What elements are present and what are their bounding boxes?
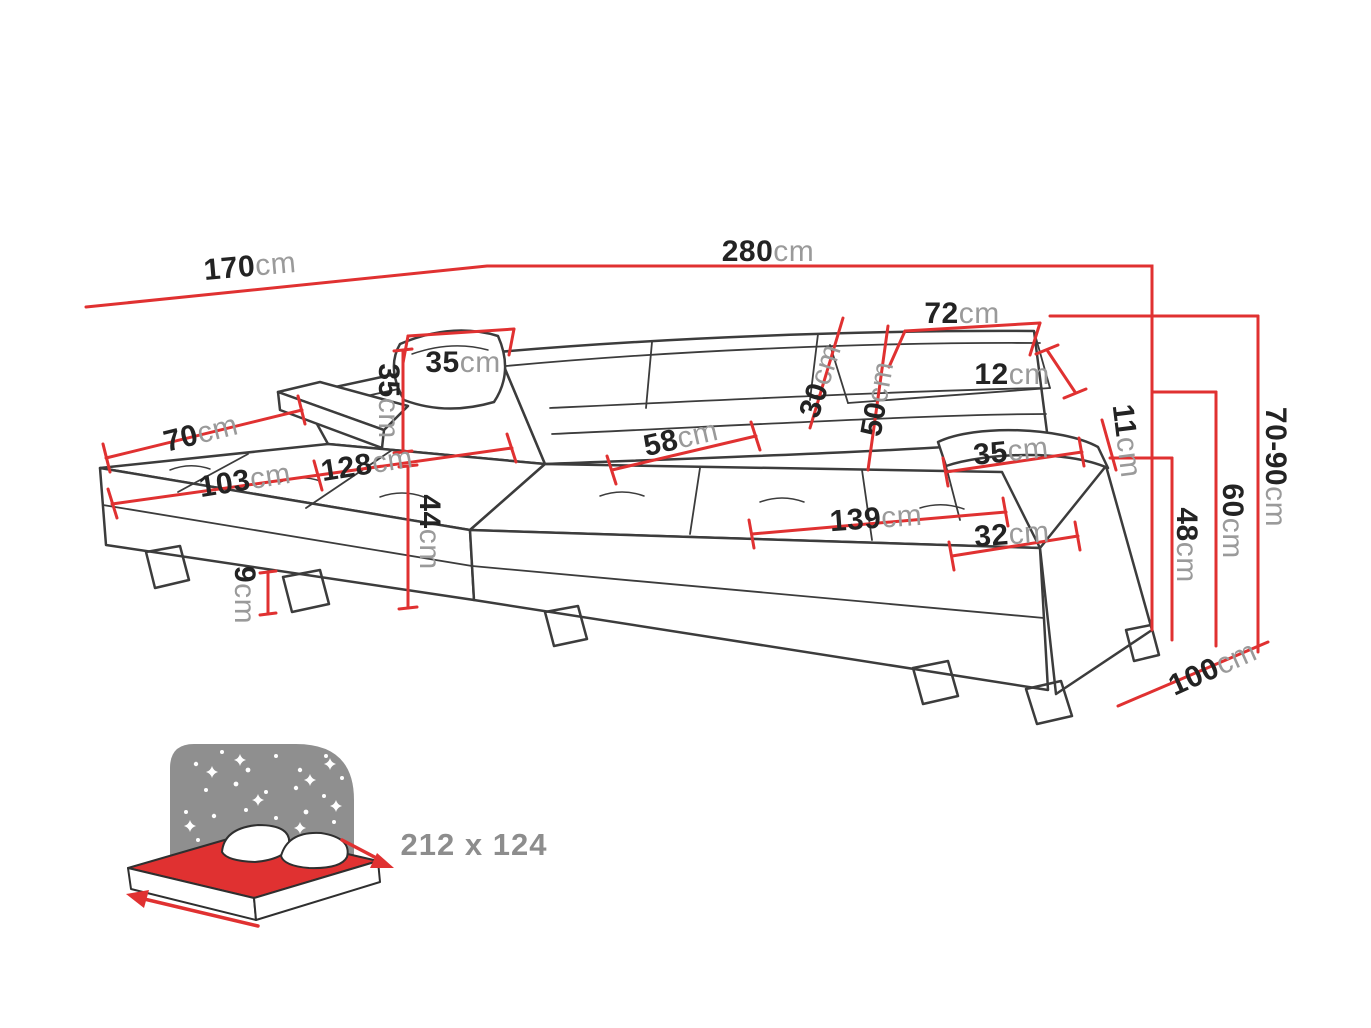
- dim-armrest-width-value: 32: [973, 518, 1010, 554]
- dim-seat-width-unit: cm: [880, 498, 924, 535]
- dim-seat-height-value: 44: [413, 494, 446, 529]
- dim-armrest-height-value: 48: [1170, 507, 1203, 542]
- dim-backrest-total-height-unit: cm: [1216, 517, 1249, 559]
- dim-pillow-height-value: 35: [372, 363, 405, 398]
- dim-backrest-height-value: 50: [854, 399, 894, 439]
- dim-armrest-width: 32cm: [973, 515, 1051, 554]
- dim-chaise-length-unit: cm: [369, 440, 416, 480]
- sleeping-area-value: 212 x 124: [400, 827, 548, 862]
- dimension-lines: [84, 264, 1270, 708]
- dim-armrest-width-unit: cm: [1007, 515, 1051, 552]
- dim-headrest-thickness-value: 12: [974, 358, 1009, 391]
- dim-back-cushion-width-value: 72: [924, 297, 959, 330]
- dim-chaise-side-unit: cm: [253, 246, 298, 283]
- fold-arrows: [126, 838, 394, 928]
- dim-pillow-width-value: 35: [425, 346, 460, 379]
- dim-total-height-unit: cm: [1259, 486, 1292, 528]
- dim-total-width-unit: cm: [773, 235, 815, 268]
- dim-armrest-thickness-value: 11: [1105, 402, 1143, 439]
- dim-chaise-width-value: 103: [196, 463, 253, 505]
- dim-chaise-length-value: 128: [318, 447, 375, 489]
- dim-pillow-height: 35cm: [371, 363, 405, 438]
- right-armrest-pad: [936, 428, 1110, 470]
- dim-back-cushion-width-unit: cm: [958, 297, 1000, 330]
- dim-armrest-length-unit: cm: [1005, 431, 1051, 469]
- dim-leg-height-value: 9: [228, 565, 261, 584]
- dim-armrest-thickness-unit: cm: [1109, 434, 1148, 480]
- dim-leg-height: 9cm: [227, 566, 261, 624]
- dim-backrest-total-height: 60cm: [1215, 483, 1249, 558]
- sleeping-area-label: 212 x 124: [401, 827, 548, 863]
- pillow: [392, 329, 507, 410]
- dim-headrest-thickness: 12cm: [974, 358, 1049, 392]
- dim-total-height-value: 70-90: [1259, 406, 1292, 487]
- dim-chaise-side-value: 170: [202, 249, 257, 287]
- dim-backrest-total-height-value: 60: [1216, 483, 1249, 518]
- dim-total-width: 280cm: [722, 235, 815, 269]
- pillow-right: [280, 831, 349, 870]
- dim-armrest-height: 48cm: [1169, 507, 1203, 582]
- dim-seat-width-value: 139: [828, 501, 883, 539]
- dim-armrest-height-unit: cm: [1170, 541, 1203, 583]
- dim-armrest-length-value: 35: [971, 435, 1010, 472]
- main-front: [468, 528, 1050, 692]
- dim-headrest-thickness-unit: cm: [1008, 358, 1050, 391]
- dim-pillow-width: 35cm: [425, 346, 500, 380]
- dim-pillow-width-unit: cm: [459, 346, 501, 379]
- mattress-right-face: [253, 860, 381, 921]
- dim-total-width-value: 280: [721, 235, 774, 268]
- dim-back-cushion-width: 72cm: [924, 297, 999, 331]
- dim-seat-height-unit: cm: [413, 528, 446, 570]
- dim-seat-width: 139cm: [829, 499, 924, 539]
- dim-chaise-width-unit: cm: [247, 456, 294, 496]
- sofa-legs: [144, 544, 1161, 726]
- dim-total-height: 70-90cm: [1258, 407, 1292, 527]
- dim-seat-height: 44cm: [412, 494, 446, 569]
- dim-backrest-height-unit: cm: [860, 358, 901, 406]
- dim-leg-height-unit: cm: [228, 583, 261, 625]
- bed-fold-icon: [126, 744, 394, 928]
- dim-pillow-height-unit: cm: [372, 397, 405, 439]
